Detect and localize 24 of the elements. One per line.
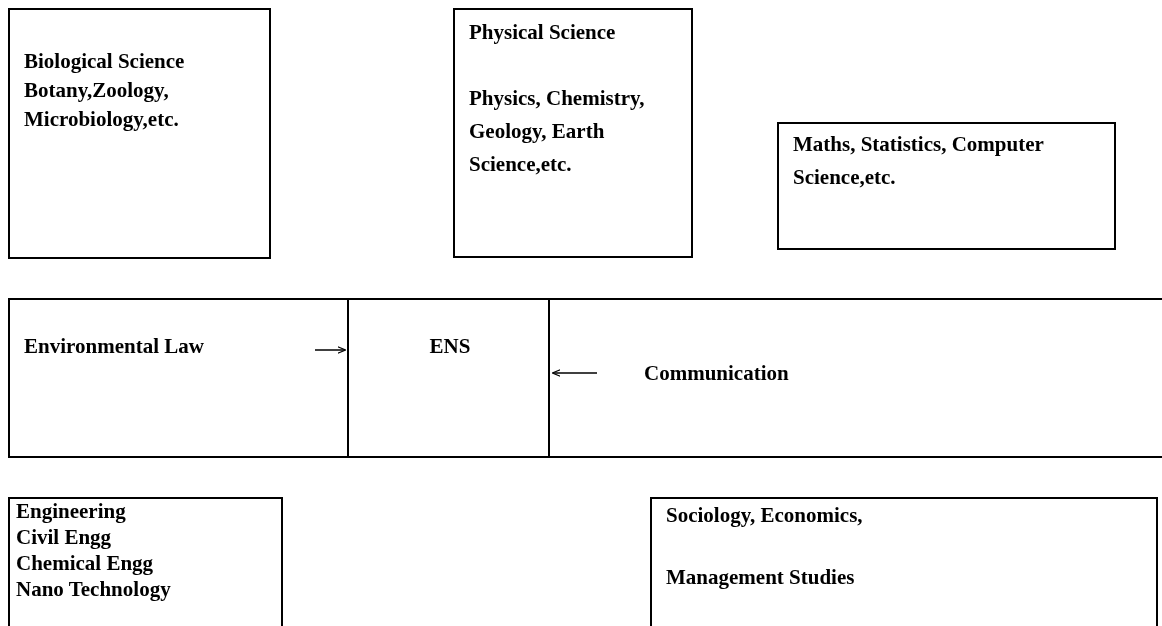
table-cell — [548, 298, 1162, 458]
text-box — [8, 497, 283, 626]
label-text: Civil Engg — [16, 525, 113, 550]
label-text: Communication — [644, 360, 790, 387]
text-box — [453, 8, 693, 258]
heading-text: Biological Science — [24, 48, 186, 75]
label-text: Chemical Engg — [16, 551, 155, 576]
arrow — [551, 369, 598, 377]
arrow — [314, 346, 347, 354]
heading-text: Engineering — [16, 499, 127, 524]
label-text: Maths, Statistics, Computer Science,etc. — [793, 131, 1045, 191]
label-text: Botany,Zoology, Microbiology,etc. — [24, 77, 180, 133]
text-box — [777, 122, 1116, 250]
heading-text: Physical Science — [469, 19, 617, 46]
table-cell — [347, 298, 549, 458]
text-box — [8, 8, 271, 259]
text-box — [650, 497, 1158, 626]
label-text: Nano Technology — [16, 577, 172, 602]
label-text: ENS — [428, 333, 472, 360]
label-text: Environmental Law — [24, 333, 205, 360]
label-text: Physics, Chemistry, Geology, Earth Science,etc. — [469, 85, 646, 178]
heading-text: Sociology, Economics, — [666, 502, 864, 529]
table-cell — [8, 298, 348, 458]
label-text: Management Studies — [666, 564, 856, 591]
